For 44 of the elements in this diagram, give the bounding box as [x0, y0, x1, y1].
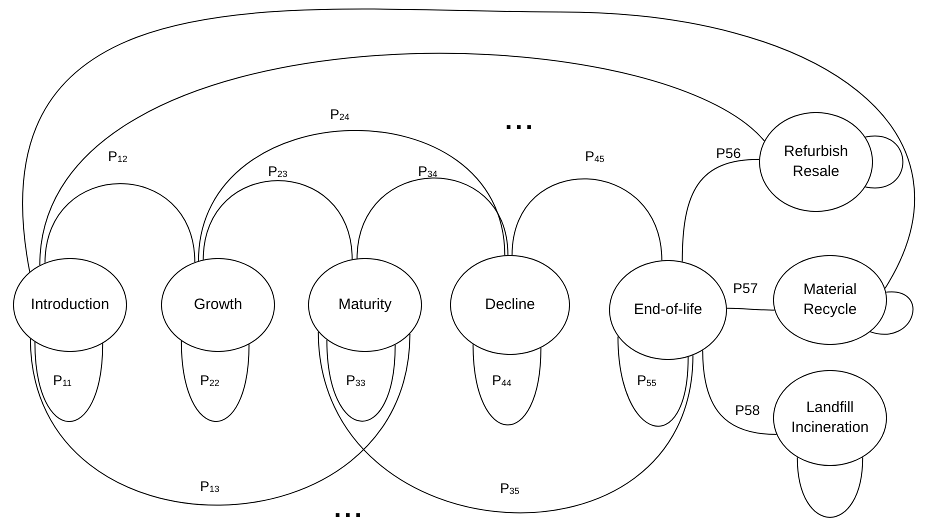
edge-label: P$_{22}$	[200, 372, 220, 390]
state-label: Landfill Incineration	[790, 398, 870, 438]
edge-label: P$_{34}$	[418, 163, 438, 181]
state-label: Refurbish Resale	[782, 142, 850, 182]
connector-line	[39, 52, 765, 266]
edge-label: P$_{24}$	[330, 106, 350, 124]
edge-label: P$_{55}$	[637, 372, 656, 390]
state-label: Growth	[194, 295, 242, 315]
connector-line	[356, 178, 508, 259]
state-label: Decline	[484, 295, 536, 315]
connector-line	[472, 344, 542, 426]
connector-line	[180, 340, 250, 422]
state-label: Maturity	[338, 295, 392, 315]
edge-label: P$_{33}$	[346, 372, 366, 390]
edge-label: P57	[733, 280, 758, 296]
connector-line	[30, 333, 410, 506]
state-label: Introduction	[30, 295, 110, 315]
connector-line	[202, 180, 353, 260]
connector-line	[22, 8, 914, 289]
edge-label: P$_{35}$	[500, 480, 520, 498]
connector-line	[870, 292, 914, 335]
connector-line	[34, 342, 104, 422]
connector-line	[682, 158, 760, 262]
connector-line	[702, 350, 777, 435]
ellipsis-text: ...	[334, 498, 365, 518]
edge-label: P58	[735, 402, 760, 418]
edge-label: P$_{12}$	[108, 148, 128, 166]
edge-label: P$_{44}$	[492, 372, 512, 390]
connector-line	[796, 456, 864, 518]
edge-label: P$_{13}$	[200, 478, 220, 496]
connector-line	[512, 178, 662, 261]
edge-label: P$_{11}$	[53, 372, 72, 390]
edge-label: P$_{45}$	[585, 148, 604, 166]
ellipsis-text: ...	[505, 110, 536, 130]
connector-line	[44, 183, 196, 264]
state-label: End-of-life	[634, 300, 702, 320]
connector-line	[318, 331, 694, 513]
connector-line	[326, 339, 396, 422]
connector-line	[864, 136, 904, 188]
edge-label: P$_{23}$	[268, 163, 288, 181]
state-label: Material Recycle	[802, 280, 858, 320]
connector-line	[726, 308, 775, 311]
edge-label: P56	[716, 145, 741, 161]
connector-line	[198, 130, 506, 262]
